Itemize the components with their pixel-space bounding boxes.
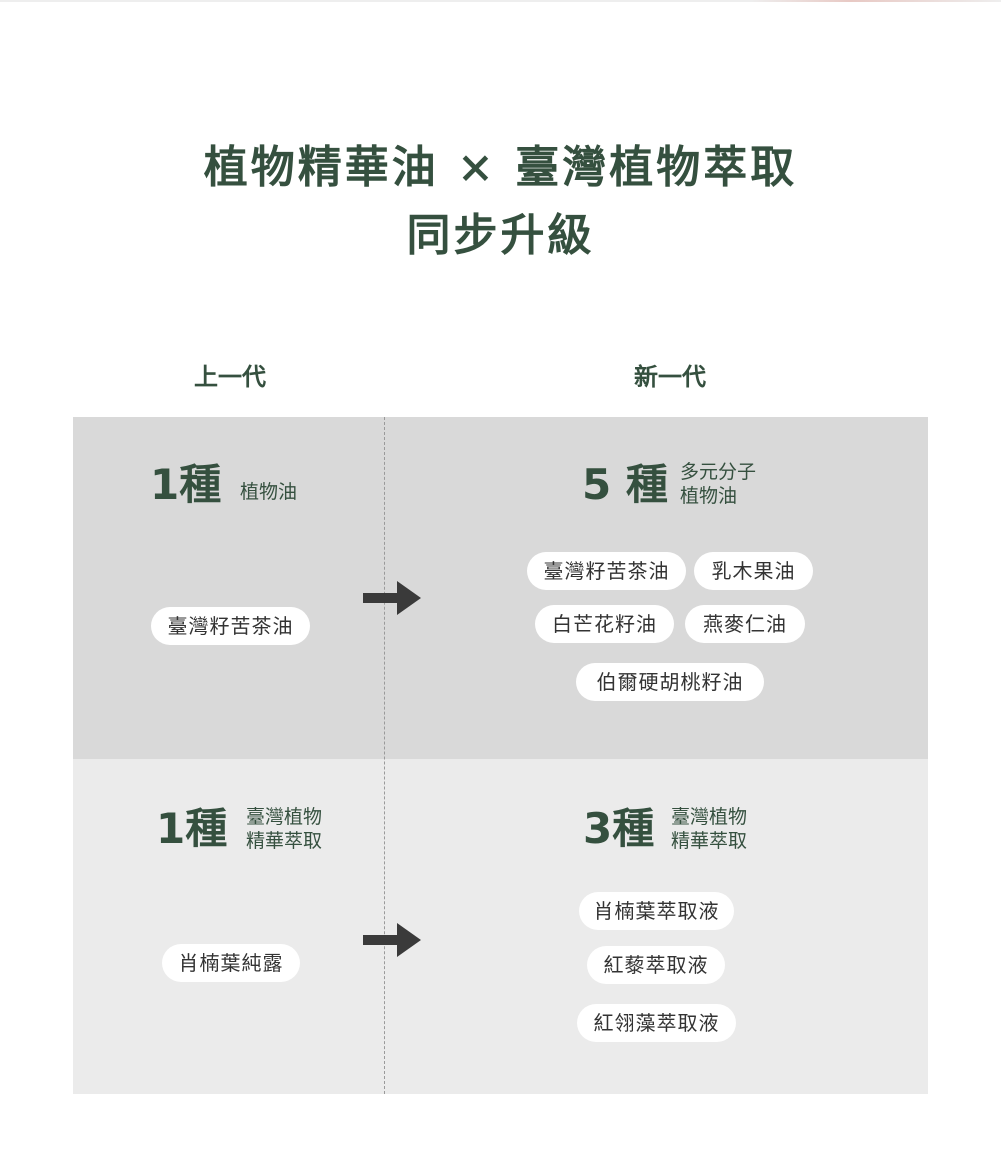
new-oil-label-line1: 多元分子: [680, 461, 757, 483]
arrow-right-icon: [363, 923, 421, 957]
extracts-comparison-panel: [73, 759, 928, 1094]
new-extract-item: 肖楠葉萃取液: [579, 892, 734, 930]
new-oil-item: 白芒花籽油: [535, 605, 674, 643]
old-extract-count: 1種: [156, 804, 228, 853]
old-extract-item: 肖楠葉純露: [162, 944, 300, 982]
new-oil-item: 乳木果油: [694, 552, 813, 590]
headline-line2: 同步升級: [406, 210, 595, 261]
column-header-new: 新一代: [634, 363, 706, 391]
column-divider: [384, 417, 385, 1094]
arrow-right-icon: [363, 581, 421, 615]
old-oil-item: 臺灣籽苦茶油: [151, 607, 310, 645]
column-header-old: 上一代: [194, 363, 266, 391]
new-oil-item: 臺灣籽苦茶油: [527, 552, 686, 590]
headline-line1: 植物精華油 × 臺灣植物萃取: [203, 142, 798, 193]
new-oil-count: 5 種: [582, 460, 668, 509]
new-extract-item: 紅藜萃取液: [587, 946, 725, 984]
top-divider-line: [0, 0, 1001, 2]
new-oil-label-line2: 植物油: [680, 485, 738, 507]
new-oil-item: 伯爾硬胡桃籽油: [576, 663, 764, 701]
new-extract-label-line2: 精華萃取: [671, 830, 748, 852]
new-oil-item: 燕麥仁油: [685, 605, 805, 643]
new-extract-item: 紅翎藻萃取液: [577, 1004, 736, 1042]
new-extract-count: 3種: [583, 804, 655, 853]
old-extract-label-line2: 精華萃取: [246, 830, 323, 852]
new-extract-label-line1: 臺灣植物: [671, 806, 748, 828]
old-oil-label: 植物油: [240, 481, 298, 503]
old-extract-label-line1: 臺灣植物: [246, 806, 323, 828]
old-oil-count: 1種: [150, 460, 222, 509]
